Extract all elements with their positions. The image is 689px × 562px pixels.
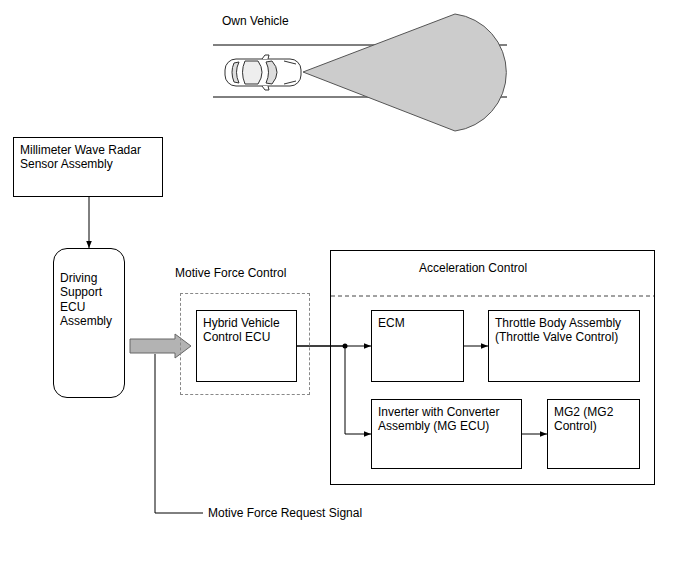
group-heading: Acceleration Control bbox=[419, 261, 527, 275]
process-box: ECM bbox=[371, 310, 464, 382]
process-box: Inverter with Converter Assembly (MG ECU… bbox=[371, 399, 522, 469]
connector-arrow bbox=[297, 346, 371, 434]
box-label: MG2 (MG2 Control) bbox=[554, 405, 633, 434]
connector-arrow bbox=[522, 434, 547, 435]
group-box: Motive Force ControlHybrid Vehicle Contr… bbox=[180, 293, 310, 395]
car-illustration bbox=[225, 55, 301, 90]
box-label: Hybrid Vehicle Control ECU bbox=[203, 316, 290, 345]
radar-beam bbox=[303, 14, 506, 131]
process-box: Driving Support ECU Assembly bbox=[53, 248, 125, 398]
box-label: ECM bbox=[378, 316, 457, 330]
box-label: Inverter with Converter Assembly (MG ECU… bbox=[378, 405, 515, 434]
signal-arrow bbox=[130, 334, 191, 358]
junction-dot bbox=[343, 344, 348, 349]
group-box: Acceleration ControlECM Throttle Body Ass… bbox=[330, 250, 655, 485]
process-box: Millimeter Wave Radar Sensor Assembly bbox=[13, 137, 163, 197]
box-label: Millimeter Wave Radar Sensor Assembly bbox=[20, 143, 156, 172]
group-heading: Motive Force Control bbox=[175, 266, 286, 280]
connector-arrow bbox=[464, 346, 488, 347]
illustration-label: Own Vehicle bbox=[220, 14, 291, 28]
connector-arrow bbox=[89, 197, 90, 248]
process-box: Throttle Body Assembly (Throttle Valve C… bbox=[488, 310, 640, 382]
signal-label: Motive Force Request Signal bbox=[206, 506, 364, 520]
process-box: Hybrid Vehicle Control ECU bbox=[196, 310, 297, 382]
process-box: MG2 (MG2 Control) bbox=[547, 399, 640, 469]
box-label: Driving Support ECU Assembly bbox=[60, 271, 118, 329]
separator-line bbox=[331, 296, 654, 297]
box-label: Throttle Body Assembly (Throttle Valve C… bbox=[495, 316, 633, 345]
